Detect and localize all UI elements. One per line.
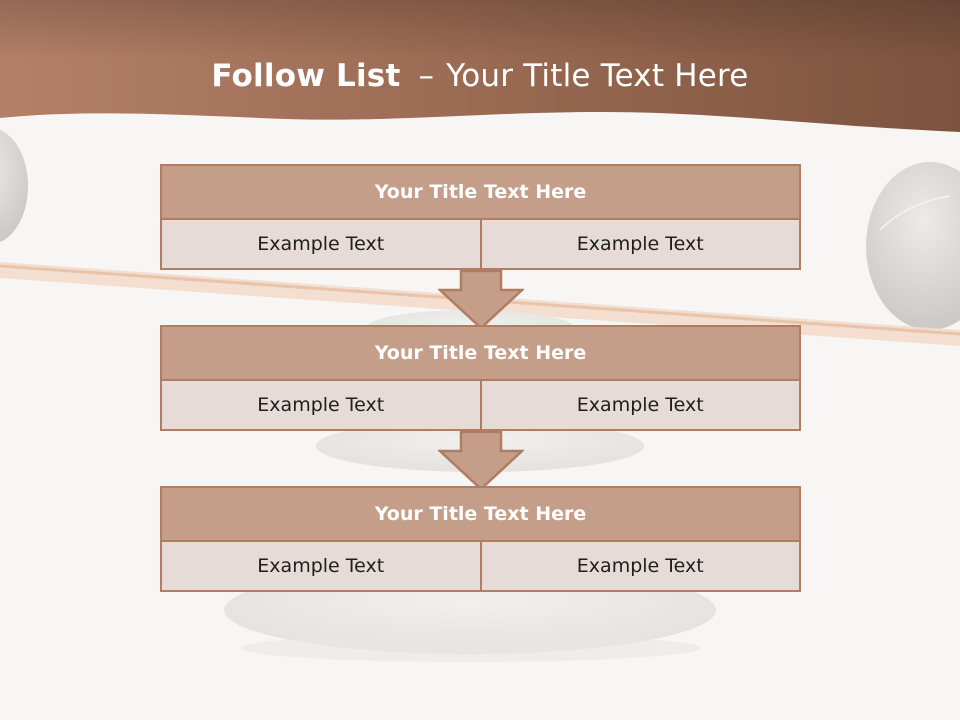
slide-title-rest: Your Title Text Here — [446, 58, 749, 94]
block-cell: Example Text — [160, 542, 480, 592]
list-block: Your Title Text Here Example Text Exampl… — [160, 486, 801, 592]
block-cell: Example Text — [479, 542, 801, 592]
block-cells: Example Text Example Text — [160, 220, 801, 270]
block-cell: Example Text — [160, 220, 480, 270]
list-block: Your Title Text Here Example Text Exampl… — [160, 325, 801, 431]
down-arrow-icon — [438, 270, 524, 330]
block-cell: Example Text — [479, 381, 801, 431]
slide-title-separator: – — [418, 58, 435, 94]
slide-title: Follow List – Your Title Text Here — [0, 52, 960, 100]
block-cells: Example Text Example Text — [160, 542, 801, 592]
block-cells: Example Text Example Text — [160, 381, 801, 431]
block-cell: Example Text — [160, 381, 480, 431]
block-title: Your Title Text Here — [160, 486, 801, 542]
list-block: Your Title Text Here Example Text Exampl… — [160, 164, 801, 270]
block-title: Your Title Text Here — [160, 325, 801, 381]
block-cell: Example Text — [479, 220, 801, 270]
block-title: Your Title Text Here — [160, 164, 801, 220]
down-arrow-icon — [438, 431, 524, 491]
slide-title-bold: Follow List — [211, 58, 401, 94]
